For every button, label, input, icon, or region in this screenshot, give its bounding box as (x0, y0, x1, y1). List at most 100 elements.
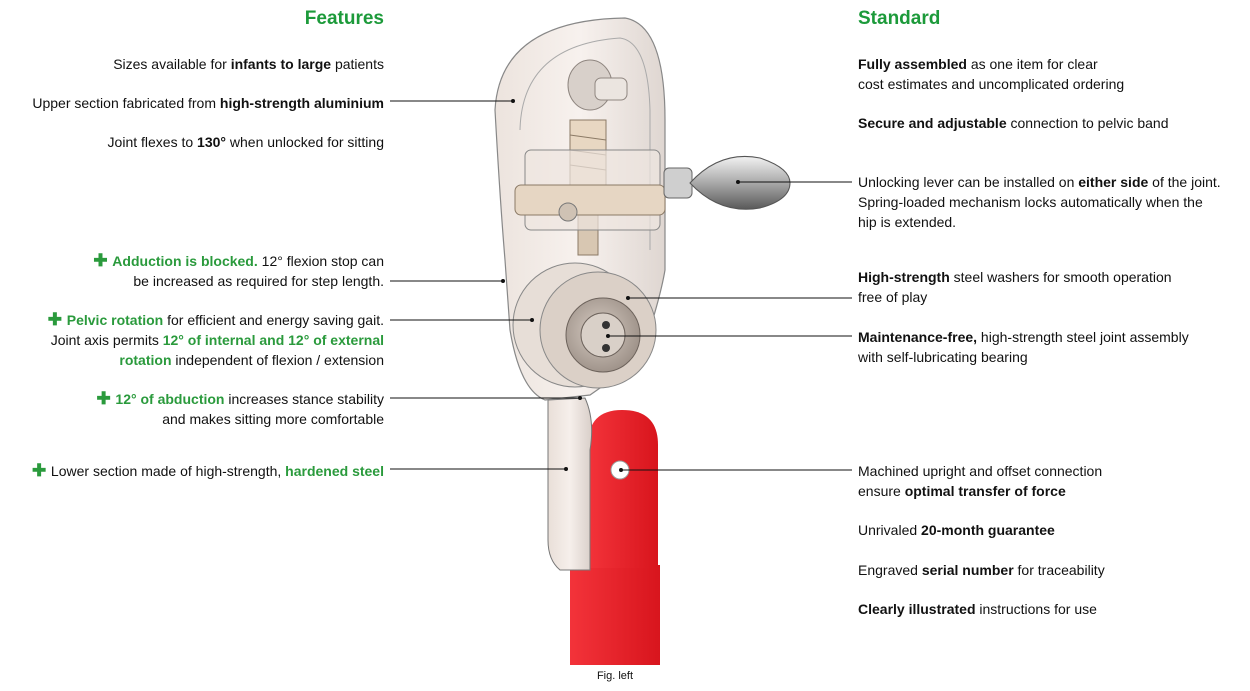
label-line: Joint flexes to 130° when unlocked for s… (108, 132, 384, 152)
feature-label-4: ✚ Adduction is blocked. 12° flexion stop… (93, 251, 384, 291)
label-text: high-strength aluminium (219, 95, 384, 111)
label-text: serial number (921, 562, 1014, 578)
label-text: rotation (119, 352, 172, 368)
label-text: when unlocked for sitting (226, 134, 384, 150)
label-text: as one item for clear (966, 56, 1098, 72)
feature-label-1: Sizes available for infants to large pat… (113, 54, 384, 74)
label-text: increases stance stability (224, 391, 384, 407)
label-line: Fully assembled as one item for clear (858, 54, 1124, 74)
label-line: Sizes available for infants to large pat… (113, 54, 384, 74)
label-text: Adduction is blocked. (112, 253, 258, 269)
label-text: Secure and adjustable (858, 115, 1007, 131)
label-text: either side (1078, 174, 1149, 190)
label-text: hardened steel (285, 463, 384, 479)
label-text: Lower section made of high-strength, (50, 463, 286, 479)
label-text: steel washers for smooth operation (949, 269, 1172, 285)
standard-label-8: Engraved serial number for traceability (858, 560, 1105, 580)
label-text: Joint flexes to (107, 134, 198, 150)
label-text: for efficient and energy saving gait. (163, 312, 384, 328)
label-text: Upper section fabricated from (32, 95, 220, 111)
label-text: Engraved (858, 562, 922, 578)
plus-icon: ✚ (93, 251, 113, 270)
label-text: patients (331, 56, 384, 72)
lower-section (547, 397, 593, 571)
label-text: free of play (858, 289, 928, 305)
label-line: with self-lubricating bearing (858, 347, 1189, 367)
label-text: hip is extended. (858, 214, 957, 230)
standard-label-9: Clearly illustrated instructions for use (858, 599, 1097, 619)
standard-label-6: Machined upright and offset connection en… (858, 461, 1102, 501)
standard-label-4: High-strength steel washers for smooth o… (858, 267, 1172, 307)
label-text: Machined upright and offset connection (858, 463, 1103, 479)
label-text: High-strength (858, 269, 950, 285)
standard-label-1: Fully assembled as one item for clear cos… (858, 54, 1124, 94)
label-text: Spring-loaded mechanism locks automatica… (858, 194, 1203, 210)
label-text: Unlocking lever can be installed on (858, 174, 1079, 190)
plus-icon: ✚ (96, 389, 116, 408)
standard-label-5: Maintenance-free, high-strength steel jo… (858, 327, 1189, 367)
label-line: ✚ 12° of abduction increases stance stab… (96, 389, 384, 409)
label-text: Maintenance-free, (858, 329, 978, 345)
label-line: Unlocking lever can be installed on eith… (858, 172, 1221, 192)
plus-icon: ✚ (47, 310, 67, 329)
label-line: Maintenance-free, high-strength steel jo… (858, 327, 1189, 347)
feature-label-3: Joint flexes to 130° when unlocked for s… (108, 132, 384, 152)
label-line: rotation independent of flexion / extens… (48, 350, 384, 370)
features-heading: Features (304, 8, 384, 29)
standard-label-3: Unlocking lever can be installed on eith… (858, 172, 1221, 232)
label-text: high-strength steel joint assembly (977, 329, 1189, 345)
figure-caption: Fig. left (596, 670, 634, 682)
label-line: ✚ Pelvic rotation for efficient and ener… (48, 310, 384, 330)
joint-assembly (512, 262, 657, 389)
label-line: Unrivaled 20-month guarantee (858, 520, 1055, 540)
label-text: Clearly illustrated (858, 601, 976, 617)
label-text: instructions for use (975, 601, 1097, 617)
label-line: Upper section fabricated from high-stren… (32, 93, 384, 113)
label-text: Joint axis permits (50, 332, 163, 348)
label-text: and makes sitting more comfortable (162, 411, 384, 427)
label-line: Spring-loaded mechanism locks automatica… (858, 192, 1221, 212)
label-text: 20-month guarantee (921, 522, 1055, 538)
label-text: 12° flexion stop can (257, 253, 384, 269)
label-text: 130° (197, 134, 227, 150)
label-line: Joint axis permits 12° of internal and 1… (48, 330, 384, 350)
feature-label-7: ✚ Lower section made of high-strength, h… (32, 461, 384, 481)
label-line: and makes sitting more comfortable (96, 409, 384, 429)
label-line: Clearly illustrated instructions for use (858, 599, 1097, 619)
label-text: infants to large (230, 56, 332, 72)
label-text: Pelvic rotation (66, 312, 164, 328)
label-text: connection to pelvic band (1006, 115, 1169, 131)
label-text: independent of flexion / extension (171, 352, 384, 368)
label-text: Fully assembled (858, 56, 967, 72)
feature-label-6: ✚ 12° of abduction increases stance stab… (96, 389, 384, 429)
red-upright-bar (570, 410, 660, 665)
label-text: of the joint. (1148, 174, 1221, 190)
label-line: Engraved serial number for traceability (858, 560, 1105, 580)
label-text: 12° of abduction (115, 391, 225, 407)
label-text: Sizes available for (113, 56, 231, 72)
standard-heading: Standard (858, 8, 941, 29)
label-text: for traceability (1013, 562, 1105, 578)
label-line: ✚ Adduction is blocked. 12° flexion stop… (93, 251, 384, 271)
label-text: optimal transfer of force (904, 483, 1066, 499)
label-line: free of play (858, 287, 1172, 307)
label-text: cost estimates and uncomplicated orderin… (858, 76, 1125, 92)
label-line: Machined upright and offset connection (858, 461, 1102, 481)
feature-label-2: Upper section fabricated from high-stren… (32, 93, 384, 113)
lock-bolt (514, 184, 666, 216)
unlocking-lever (663, 155, 791, 210)
label-text: be increased as required for step length… (133, 273, 384, 289)
label-line: be increased as required for step length… (93, 271, 384, 291)
label-line: cost estimates and uncomplicated orderin… (858, 74, 1124, 94)
label-line: ✚ Lower section made of high-strength, h… (32, 461, 384, 481)
label-text: with self-lubricating bearing (858, 349, 1028, 365)
label-text: ensure (858, 483, 905, 499)
plus-icon: ✚ (31, 461, 51, 480)
label-line: hip is extended. (858, 212, 1221, 232)
label-line: Secure and adjustable connection to pelv… (858, 113, 1169, 133)
standard-label-2: Secure and adjustable connection to pelv… (858, 113, 1169, 133)
feature-label-5: ✚ Pelvic rotation for efficient and ener… (48, 310, 384, 370)
label-text: Unrivaled (858, 522, 922, 538)
label-text: 12° of internal and 12° of external (162, 332, 384, 348)
